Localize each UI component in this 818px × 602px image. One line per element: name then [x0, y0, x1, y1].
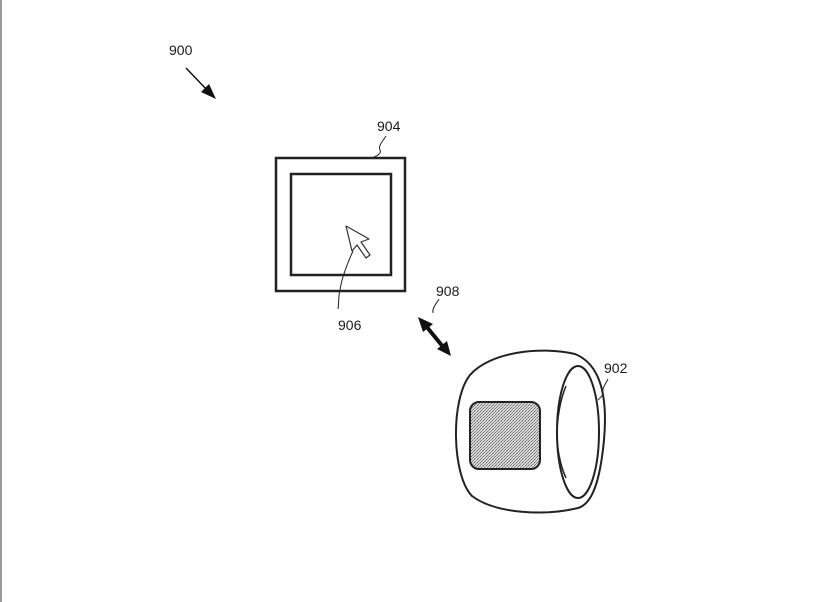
double-arrow-icon: [418, 317, 451, 356]
display-device-label: 904: [377, 118, 401, 134]
display-device: [274, 156, 407, 293]
ring-device-label: 902: [604, 360, 628, 376]
display-outer-frame: [274, 156, 407, 293]
ring-device-leader-line: [597, 378, 609, 401]
ring-opening-inner: [556, 385, 567, 479]
interaction-label: 908: [436, 283, 460, 299]
cursor-icon: [345, 225, 371, 259]
display-screen: [289, 172, 393, 277]
figure-number-label: 900: [169, 42, 193, 58]
cursor-leader-line: [337, 250, 354, 310]
interaction-leader-line: [432, 298, 440, 314]
cursor-label: 906: [338, 317, 362, 333]
ring-opening-outer: [556, 365, 600, 499]
figure-pointer-arrow: [185, 67, 216, 99]
ring-touch-pad: [469, 401, 541, 470]
display-device-leader-line: [371, 135, 387, 159]
ring-device: [455, 349, 606, 514]
